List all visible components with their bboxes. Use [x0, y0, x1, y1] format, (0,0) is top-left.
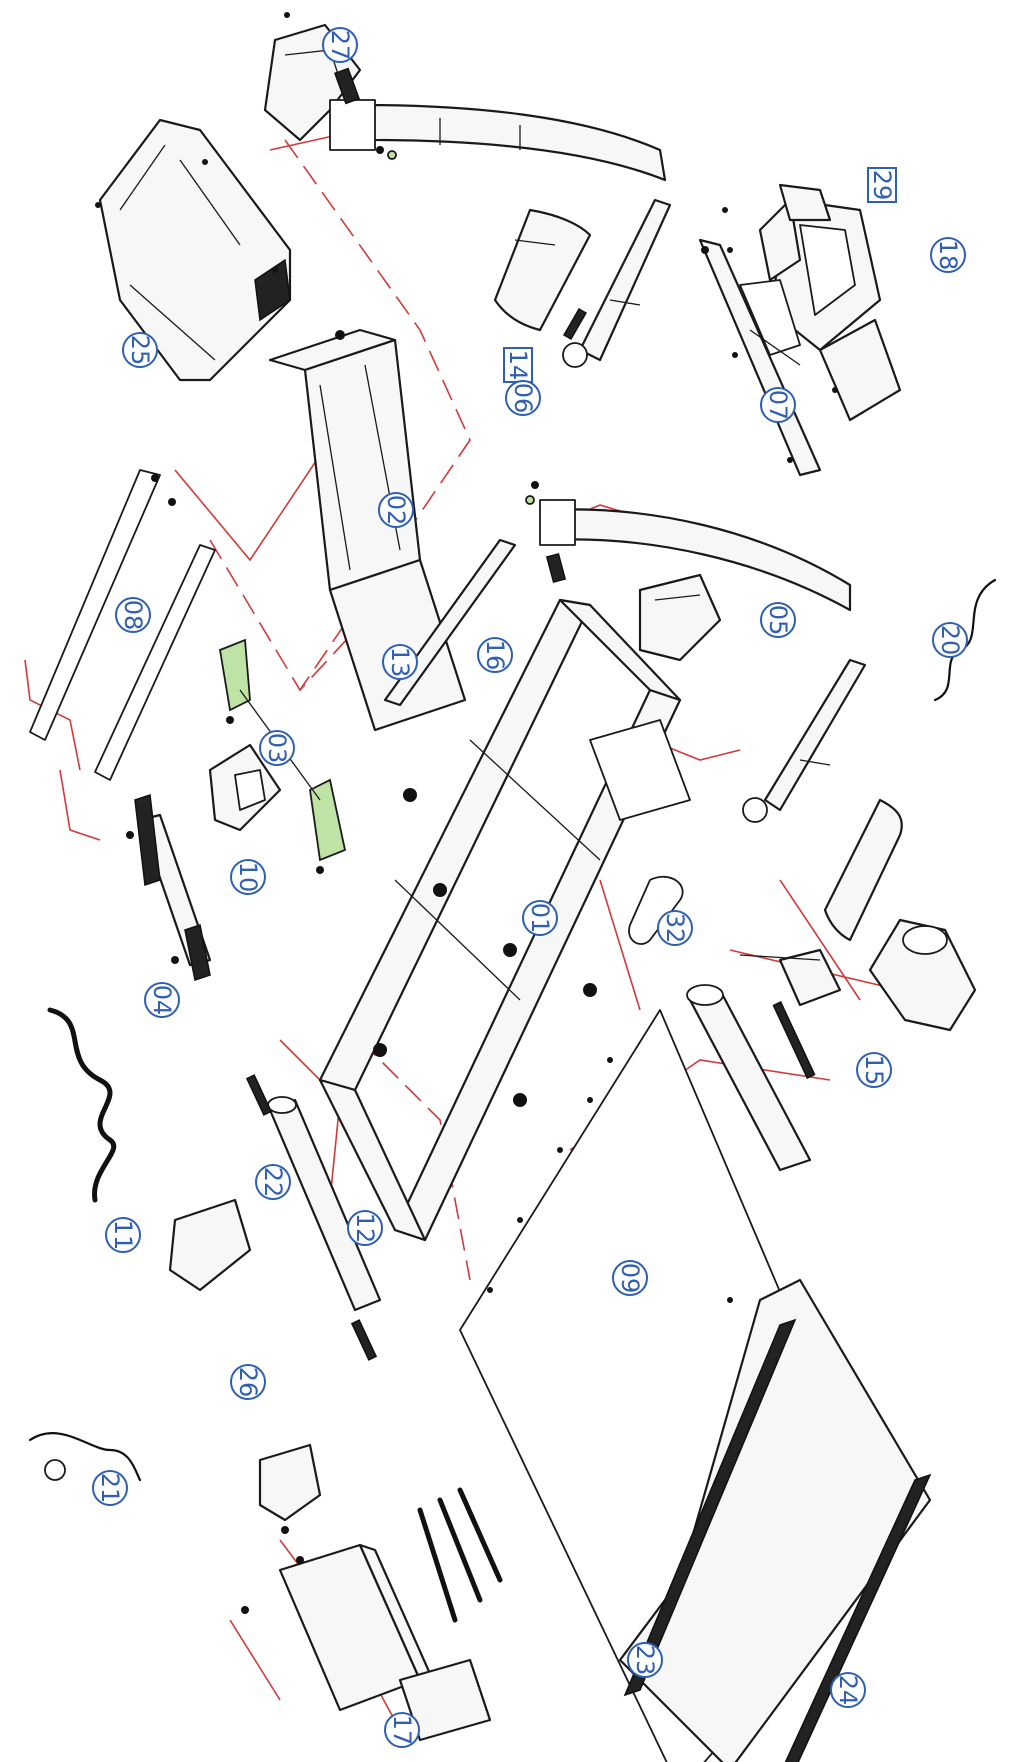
callout-17: 17	[384, 1712, 420, 1748]
callout-12-label: 12	[351, 1213, 379, 1244]
part-side-rail-23	[623, 1318, 932, 1762]
callout-13: 13	[382, 644, 418, 680]
callout-16: 16	[477, 637, 513, 673]
callout-14-label: 14	[504, 350, 532, 381]
callout-02: 02	[378, 492, 414, 528]
callout-11: 11	[105, 1217, 141, 1253]
callout-03-label: 03	[263, 733, 291, 764]
callout-32-label: 32	[661, 913, 689, 944]
part-incline-motor-10	[208, 743, 282, 832]
callout-06: 06	[505, 380, 541, 416]
callout-26: 26	[230, 1364, 266, 1400]
callout-21-label: 21	[96, 1473, 124, 1504]
part-shock-absorbers-08	[29, 469, 216, 781]
part-lift-links-03	[218, 638, 347, 874]
callout-10: 10	[230, 859, 266, 895]
callout-25-label: 25	[126, 335, 154, 366]
callout-22: 22	[255, 1164, 291, 1200]
callout-01: 01	[522, 900, 558, 936]
callout-23-label: 23	[631, 1645, 659, 1676]
callout-24-label: 24	[834, 1675, 862, 1706]
part-motor-hood-25	[95, 118, 292, 382]
callout-04: 04	[144, 982, 180, 1018]
part-rear-roller-22	[245, 1074, 382, 1361]
callout-17-label: 17	[388, 1715, 416, 1746]
callout-14: 14	[503, 347, 533, 383]
callout-05: 05	[760, 602, 796, 638]
part-left-upright-tube	[329, 67, 667, 182]
part-front-roller	[686, 984, 812, 1172]
callout-09-label: 09	[616, 1263, 644, 1294]
part-main-frame-01	[318, 598, 691, 1242]
callout-32: 32	[657, 910, 693, 946]
callout-29-label: 29	[868, 170, 896, 201]
part-drive-motor-15	[739, 918, 977, 1079]
callout-22-label: 22	[259, 1167, 287, 1198]
callout-09: 09	[612, 1260, 648, 1296]
callout-27-label: 27	[326, 30, 354, 61]
part-console-display-18	[722, 183, 902, 422]
callout-26-label: 26	[234, 1367, 262, 1398]
callout-20-label: 20	[936, 625, 964, 656]
part-sensor-cable-21	[28, 1432, 142, 1482]
callout-10-label: 10	[234, 862, 262, 893]
callout-02-label: 02	[382, 495, 410, 526]
callout-15-label: 15	[860, 1055, 888, 1086]
callout-12: 12	[347, 1210, 383, 1246]
callout-03: 03	[259, 730, 295, 766]
callout-07-label: 07	[764, 390, 792, 421]
part-end-cap-left	[168, 1198, 252, 1292]
part-end-cap-right-26	[258, 1443, 322, 1522]
part-handle-grip-14	[493, 208, 592, 332]
callout-16-label: 16	[481, 640, 509, 671]
callout-05-label: 05	[764, 605, 792, 636]
callout-18: 18	[930, 237, 966, 273]
part-upright-cover-05b	[638, 573, 722, 662]
part-incline-frame-04	[126, 793, 212, 981]
part-right-handrail	[742, 658, 903, 942]
callout-21: 21	[92, 1470, 128, 1506]
part-handrail-06	[562, 198, 672, 368]
callout-25: 25	[122, 332, 158, 368]
callout-01-label: 01	[526, 903, 554, 934]
callout-08-label: 08	[119, 600, 147, 631]
callout-07: 07	[760, 387, 796, 423]
part-power-cord-11	[47, 1007, 117, 1203]
callout-20: 20	[932, 622, 968, 658]
callout-06-label: 06	[509, 383, 537, 414]
callout-29: 29	[867, 167, 897, 203]
callout-18-label: 18	[934, 240, 962, 271]
callout-11-label: 11	[109, 1220, 137, 1251]
part-right-upright-tube-05	[525, 481, 852, 612]
callout-04-label: 04	[148, 985, 176, 1016]
callout-08: 08	[115, 597, 151, 633]
callout-15: 15	[856, 1052, 892, 1088]
callout-13-label: 13	[386, 647, 414, 678]
callout-24: 24	[830, 1672, 866, 1708]
part-controller-board-17	[241, 1487, 503, 1742]
callout-27: 27	[322, 27, 358, 63]
callout-23: 23	[627, 1642, 663, 1678]
